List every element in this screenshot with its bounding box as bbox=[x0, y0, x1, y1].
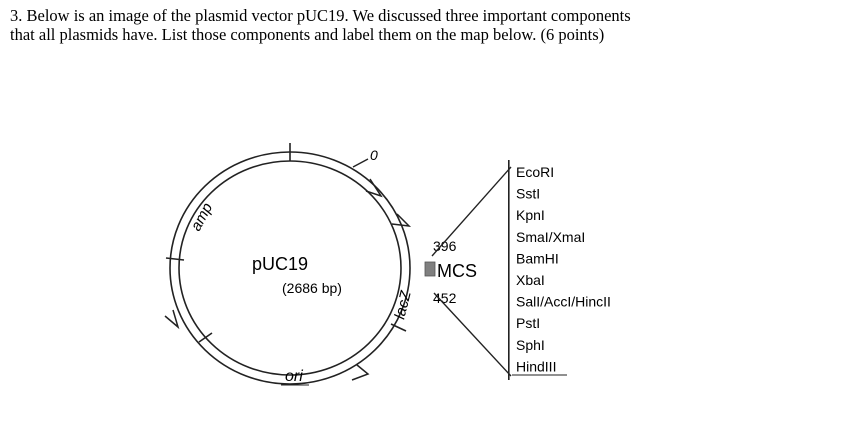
arrow-right-icon bbox=[391, 213, 412, 227]
site-label: XbaI bbox=[516, 272, 545, 288]
question-text: 3. Below is an image of the plasmid vect… bbox=[10, 6, 835, 44]
site-label: KpnI bbox=[516, 207, 545, 223]
site-label: BamHI bbox=[516, 250, 559, 266]
site-label: HindIII bbox=[516, 358, 556, 374]
question-line-2: that all plasmids have. List those compo… bbox=[10, 25, 605, 44]
mcs-start-label: 396 bbox=[433, 238, 457, 254]
tick-lower-right bbox=[390, 323, 407, 332]
arrow-upper-right-icon bbox=[365, 178, 383, 198]
site-label: PstI bbox=[516, 315, 540, 331]
restriction-site-list: EcoRI SstI KpnI SmaI/XmaI BamHI XbaI SalI/AccI… bbox=[516, 164, 611, 374]
site-label: SphI bbox=[516, 337, 545, 353]
plasmid-name: pUC19 bbox=[252, 254, 308, 274]
tick-lower-left bbox=[198, 332, 213, 343]
region-ticks bbox=[165, 143, 407, 343]
arrow-bottom-icon bbox=[351, 364, 370, 381]
direction-arrows bbox=[164, 178, 412, 381]
question-line-1: 3. Below is an image of the plasmid vect… bbox=[10, 6, 631, 25]
origin-marker-line bbox=[352, 158, 369, 168]
lacz-gene-label: lacZ bbox=[391, 289, 415, 321]
mcs-box bbox=[424, 261, 436, 277]
site-label: EcoRI bbox=[516, 164, 554, 180]
tick-left bbox=[165, 257, 185, 261]
connector-top bbox=[431, 166, 512, 257]
mcs-label: MCS bbox=[437, 261, 477, 281]
site-label: SstI bbox=[516, 186, 540, 202]
plasmid-size: (2686 bp) bbox=[282, 280, 342, 296]
site-label: SalI/AccI/HincII bbox=[516, 294, 611, 310]
site-label: SmaI/XmaI bbox=[516, 229, 585, 245]
connector-bottom bbox=[433, 292, 512, 377]
arrow-left-icon bbox=[164, 309, 180, 330]
mcs-end-label: 452 bbox=[433, 290, 457, 306]
mcs-connectors bbox=[431, 166, 512, 377]
ori-label: ori bbox=[285, 368, 303, 385]
site-list-bracket bbox=[508, 160, 510, 380]
amp-gene-label: amp bbox=[188, 200, 217, 234]
origin-marker-label: 0 bbox=[370, 147, 378, 163]
